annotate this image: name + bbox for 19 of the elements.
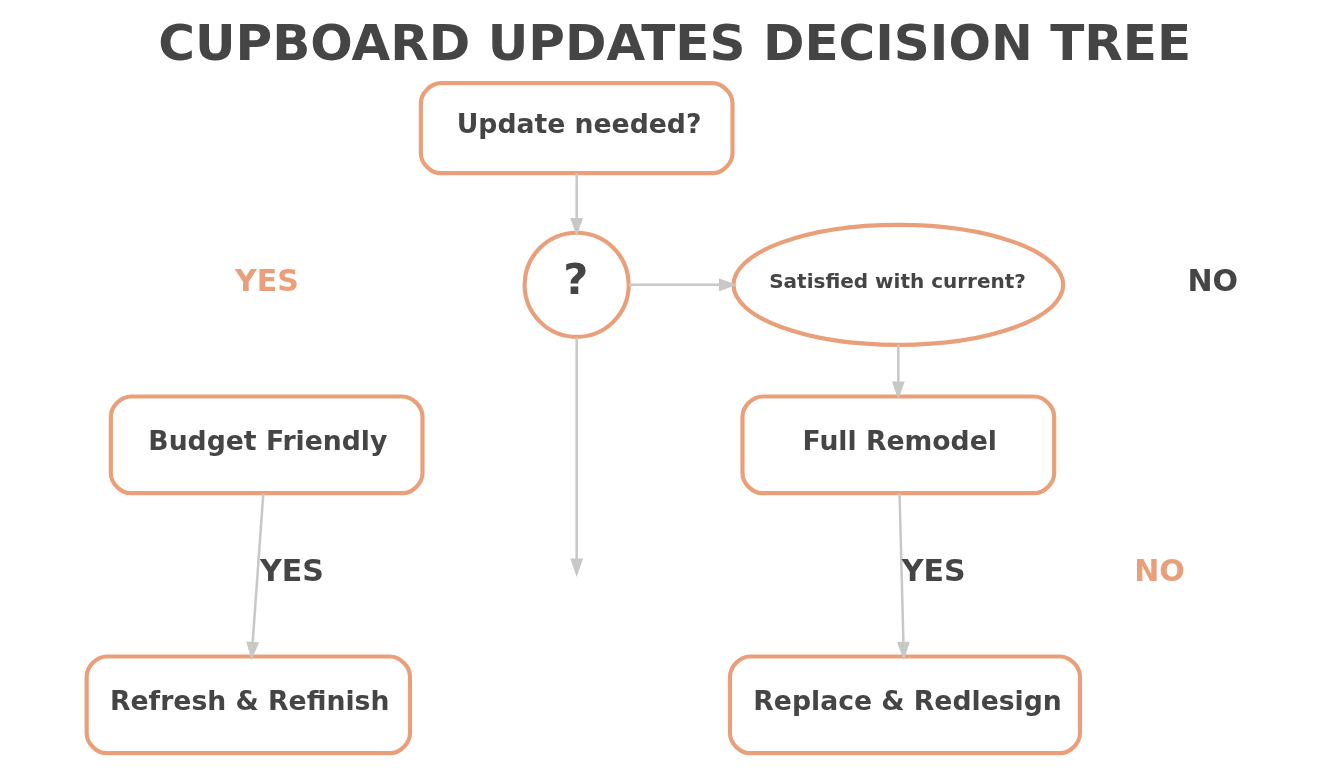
node-box: Refresh & Refinish <box>84 654 412 756</box>
arrow <box>891 344 905 400</box>
arrow <box>245 493 265 661</box>
label: NO <box>1133 552 1185 588</box>
arrow <box>569 337 583 577</box>
edge-label: YES <box>259 552 324 588</box>
arrow <box>896 493 910 661</box>
node-ellipse: Satisfied with current? <box>730 222 1065 347</box>
arrow <box>569 173 583 237</box>
node-circle: ? <box>522 230 631 339</box>
node-box: Replace & Redlesign <box>727 654 1082 756</box>
node-box: Budget Friendly <box>108 394 425 496</box>
diagram-title: CUPBOARD UPDATES DECISION TREE <box>157 13 1191 72</box>
arrow <box>628 278 737 292</box>
node-box: Full Remodel <box>739 394 1056 496</box>
label: YES <box>234 262 299 298</box>
label: NO <box>1187 262 1238 298</box>
node-box: Update needed? <box>418 81 735 176</box>
edge-label: YES <box>901 552 965 588</box>
